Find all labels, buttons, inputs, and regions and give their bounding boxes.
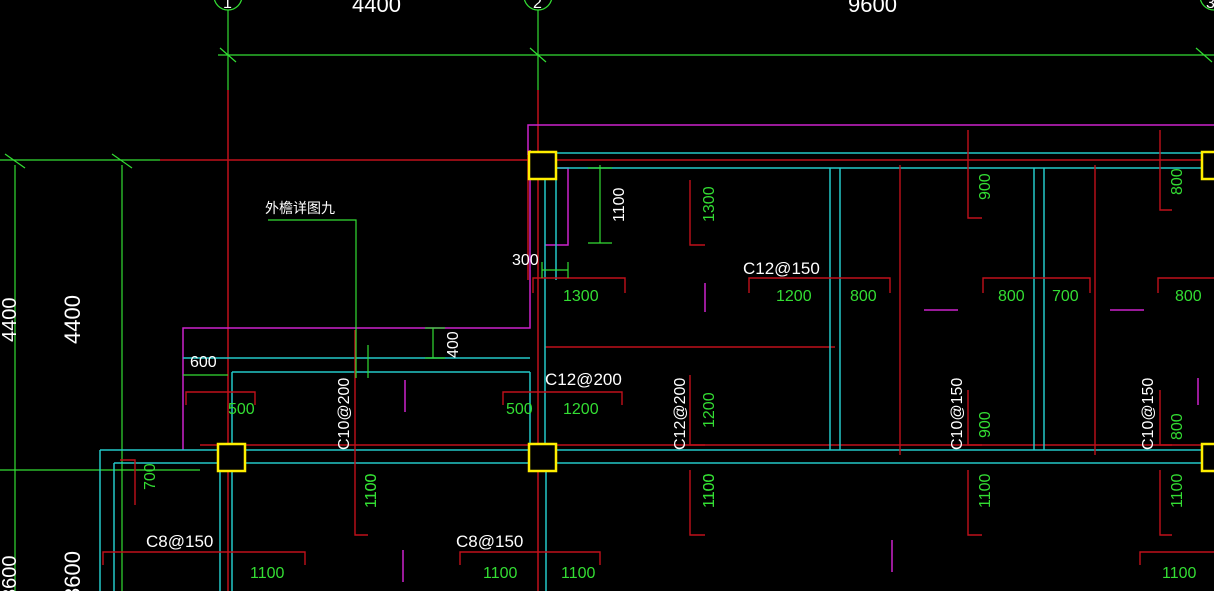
len-800-a: 800 xyxy=(850,288,877,305)
rebar-red-long xyxy=(160,90,1214,591)
green-dimension-marks xyxy=(183,165,612,378)
columns xyxy=(216,150,1214,473)
len-900-mid: 900 xyxy=(977,411,994,438)
column-2-top xyxy=(527,150,558,181)
len-1200-b: 1200 xyxy=(563,401,599,418)
len-1100-h2: 1100 xyxy=(483,565,518,582)
len-1100-v2: 1100 xyxy=(701,473,718,508)
dim-left-4400-a: 4400 xyxy=(0,298,21,343)
len-1200-a: 1200 xyxy=(776,288,812,305)
label-c8-150-b: C8@150 xyxy=(456,532,523,551)
beam-outlines xyxy=(99,152,1214,591)
len-800-c: 800 xyxy=(1175,288,1202,305)
len-1100-c2: 1100 xyxy=(701,473,718,508)
dim-top-9600: 9600 xyxy=(848,0,897,17)
len-1100-v4: 1100 xyxy=(1169,473,1186,508)
len-800-mid: 800 xyxy=(1169,413,1186,440)
len-1100-v1: 1100 xyxy=(363,473,380,508)
axis-lines xyxy=(0,10,1214,591)
axis-label-2: 2 xyxy=(533,0,542,12)
label-c8-150-a: C8@150 xyxy=(146,532,213,551)
column-3-top xyxy=(1200,150,1214,181)
len-1100-h3: 1100 xyxy=(561,565,596,582)
detail-note: 外檐详图九 xyxy=(265,200,335,216)
label-1100: 1100 xyxy=(611,187,628,222)
label-c10-200: C10@200 xyxy=(336,378,353,450)
label-c12-200-b: C12@200 xyxy=(672,378,689,450)
column-3-mid xyxy=(1200,442,1214,473)
dim-left-3600: 3600 xyxy=(60,551,85,591)
axis-label-3: 3 xyxy=(1206,0,1214,12)
rebar-brackets xyxy=(102,130,1214,565)
len-500-a: 500 xyxy=(228,401,255,418)
len-1100-c1: 1100 xyxy=(363,473,380,508)
len-1100-h4: 1100 xyxy=(1162,565,1197,582)
len-700-a: 700 xyxy=(1052,288,1079,305)
column-2-mid xyxy=(527,442,558,473)
dim-left-4400-b: 4400 xyxy=(60,295,85,344)
label-300: 300 xyxy=(512,252,539,269)
len-1200-v: 1200 xyxy=(701,392,718,428)
len-1100-v3: 1100 xyxy=(977,473,994,508)
label-c12-200-a: C12@200 xyxy=(545,370,622,389)
label-c12-150: C12@150 xyxy=(743,259,820,278)
label-c10-150-b: C10@150 xyxy=(1140,378,1157,450)
len-1300-h: 1300 xyxy=(563,288,599,305)
len-1100-h1: 1100 xyxy=(250,565,285,582)
axis-bubble-1 xyxy=(213,0,243,11)
axis-bubbles xyxy=(213,0,1214,11)
len-500-b: 500 xyxy=(506,401,533,418)
len-900-top: 900 xyxy=(977,173,994,200)
axis-bubble-2 xyxy=(523,0,553,11)
label-400: 400 xyxy=(445,331,462,358)
len-800-top: 800 xyxy=(1169,168,1186,195)
dim-left-3600-b: 3600 xyxy=(0,556,21,591)
axis-label-1: 1 xyxy=(223,0,232,12)
axis-bubble-3 xyxy=(1199,0,1214,11)
label-600: 600 xyxy=(190,354,217,371)
magenta-outlines xyxy=(182,124,1214,582)
column-1-mid xyxy=(216,442,247,473)
len-1300-v: 1300 xyxy=(701,186,718,222)
dim-top-4400: 4400 xyxy=(352,0,401,17)
rebar-lengths: 1300 1300 1200 800 800 700 800 500 500 1… xyxy=(142,168,1202,582)
len-800-b: 800 xyxy=(998,288,1025,305)
label-c10-150-a: C10@150 xyxy=(949,378,966,450)
len-700-v: 700 xyxy=(142,463,159,490)
